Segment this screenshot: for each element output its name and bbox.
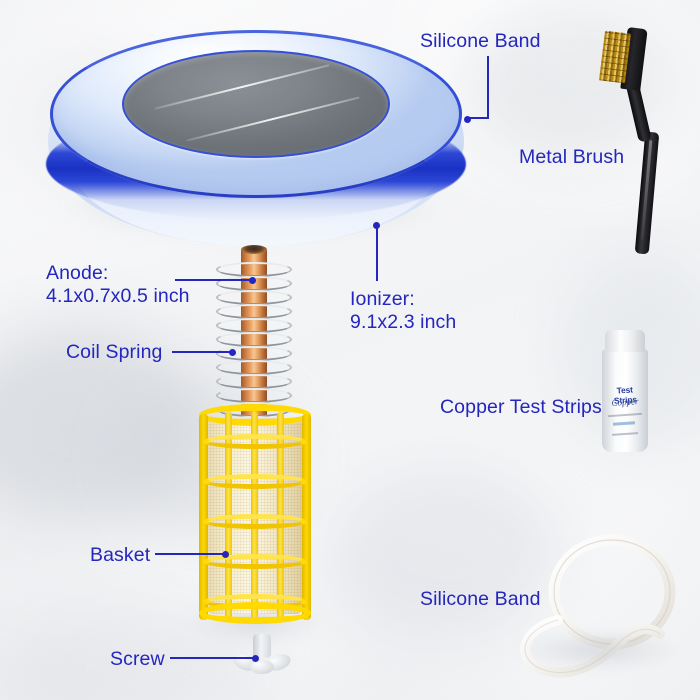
- callout-label-coil-spring: Coil Spring: [66, 341, 163, 363]
- leader-line-basket: [155, 553, 225, 555]
- bottle-cap: [605, 330, 645, 352]
- part-screw: [231, 634, 293, 676]
- solar-panel: [122, 50, 390, 158]
- callout-label-anode: Anode: 4.1x0.7x0.5 inch: [46, 262, 190, 307]
- basket-ring: [203, 514, 307, 529]
- spring-coil: [216, 332, 292, 347]
- callout-dot-ionizer: [372, 221, 380, 229]
- part-ionizer: [36, 22, 476, 250]
- basket-bottom-rim: [199, 602, 311, 624]
- leader-line-coil-spring: [172, 351, 232, 353]
- leader-line-silicone-band-top-horizontal: [467, 117, 489, 119]
- part-copper-test-strips-bottle: Test Strips Copper: [600, 330, 650, 452]
- leader-line-silicone-band-top-vertical: [487, 56, 489, 118]
- callout-label-screw: Screw: [110, 648, 165, 670]
- leader-line-screw: [170, 657, 255, 659]
- callout-label-silicone-band-top: Silicone Band: [420, 30, 541, 52]
- basket-side-edge: [199, 414, 208, 620]
- silicone-band-svg: [520, 534, 676, 678]
- leader-line-anode: [175, 279, 252, 281]
- part-coil-spring: [216, 262, 292, 454]
- part-silicone-band: [500, 534, 690, 684]
- screw-wing: [250, 660, 274, 674]
- solar-panel-busbar: [186, 96, 360, 142]
- anode-top-cap: [241, 245, 267, 254]
- part-basket: [199, 404, 311, 626]
- callout-label-copper-test-strips: Copper Test Strips: [440, 396, 602, 418]
- basket-ring: [203, 474, 307, 489]
- spring-coil: [216, 262, 292, 277]
- callout-label-ionizer: Ionizer: 9.1x2.3 inch: [350, 288, 457, 333]
- spring-coil: [216, 374, 292, 389]
- spring-coil: [216, 360, 292, 375]
- callout-dot-silicone-band-top: [463, 115, 471, 123]
- spring-coil: [216, 388, 292, 403]
- leader-line-ionizer: [376, 224, 378, 281]
- callout-label-basket: Basket: [90, 544, 151, 566]
- bottle-body: [602, 349, 648, 452]
- solar-panel-busbar: [154, 64, 330, 110]
- spring-coil: [216, 346, 292, 361]
- part-metal-brush: [590, 27, 676, 255]
- background-shadow-blob: [330, 470, 560, 640]
- callout-label-silicone-band-bottom: Silicone Band: [420, 588, 541, 610]
- spring-coil: [216, 318, 292, 333]
- callout-dot-anode: [248, 276, 256, 284]
- ionizer-blue-rim: [50, 30, 462, 198]
- basket-ring: [203, 434, 307, 449]
- callout-dot-basket: [221, 550, 229, 558]
- basket-side-edge: [302, 414, 311, 620]
- screw-stem: [253, 634, 271, 658]
- silicone-band-shadow: [518, 630, 678, 670]
- spring-coil: [216, 304, 292, 319]
- callout-dot-screw: [251, 654, 259, 662]
- spring-coil: [216, 290, 292, 305]
- callout-dot-coil-spring: [228, 348, 236, 356]
- basket-ring: [203, 554, 307, 569]
- background-shadow-blob: [0, 330, 200, 520]
- callout-label-metal-brush: Metal Brush: [519, 146, 625, 168]
